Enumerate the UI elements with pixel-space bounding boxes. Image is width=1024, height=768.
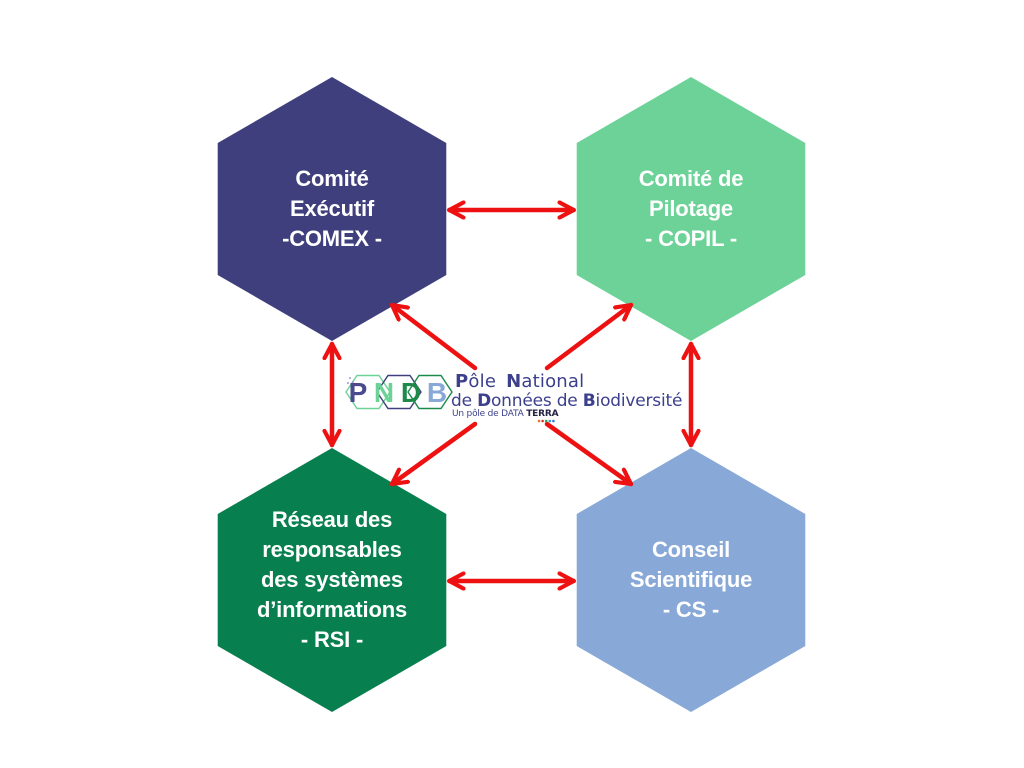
hexagon-label-line: des systèmes (261, 567, 403, 592)
hexagon-label-line: Pilotage (649, 196, 733, 221)
logo-cap-b: B (582, 391, 596, 411)
logo-tagline-terra: TERRA (526, 409, 559, 419)
hexagon-label-rsi: Réseau des responsables des systèmes d’info… (218, 505, 447, 655)
data-terra-dot-icon (552, 419, 555, 423)
logo-tagline: Un pôle de DATA TERRA (452, 409, 559, 419)
hexagon-label-line: Réseau des (271, 507, 393, 532)
hexagon-label-line: Comité (295, 166, 369, 191)
logo-text-ational: ational (521, 371, 585, 392)
logo-sparkle-icon (349, 377, 351, 379)
hexagon-label-copil: Comité de Pilotage - COPIL - (577, 164, 806, 254)
hexagon-copil (576, 77, 806, 341)
hexagon-label-line: Comité de (638, 166, 744, 191)
logo-text-onnees: onnées de (490, 391, 583, 411)
logo-letter-n: N (374, 377, 394, 408)
logo-hexagon-outline-icon (407, 374, 453, 410)
arrow-center-to-copil (544, 302, 634, 371)
hexagon-label-line: - COPIL - (645, 226, 737, 251)
data-terra-dot-icon (541, 419, 544, 423)
hexagon-label-line: d’informations (257, 597, 407, 622)
arrow-center-to-rsi (389, 421, 478, 487)
hexagon-comex (217, 77, 447, 341)
logo-cap-n: N (506, 371, 522, 392)
logo-tagline-text: Un pôle de DATA (452, 409, 527, 419)
logo-letter-p: P (349, 377, 368, 408)
logo-title-line-1: Pôle National (455, 371, 584, 392)
data-terra-dot-icon (537, 419, 541, 423)
hexagon-label-line: -COMEX - (282, 226, 382, 251)
logo-title-line-2: de Données de Biodiversité (451, 391, 682, 411)
hexagon-rsi (217, 448, 447, 712)
arrow-center-to-cs (544, 421, 634, 487)
logo-sparkle-icon (347, 382, 349, 384)
data-terra-dot-icon (548, 419, 552, 423)
logo-sparkle-icon (352, 381, 354, 383)
hexagon-label-line: - CS - (662, 597, 720, 622)
logo-hexagon-outline-icon (376, 374, 422, 410)
hexagon-label-line: Conseil (651, 537, 731, 562)
hexagon-label-line: Scientifique (629, 567, 753, 592)
logo-text-de: de (451, 391, 478, 411)
hexagon-cs (576, 448, 806, 712)
data-terra-dot-icon (544, 419, 548, 423)
logo-text-iodiversite: iodiversité (595, 391, 683, 411)
logo-cap-d: D (477, 391, 491, 411)
logo-letter-b: B (427, 377, 447, 408)
logo-cap-p: P (455, 371, 469, 392)
arrow-center-to-comex (389, 302, 478, 371)
logo-hexagon-outline-icon (345, 374, 391, 410)
logo-letter-d: D (401, 377, 421, 408)
logo-text-ole: ôle (468, 371, 497, 392)
hexagon-label-line: responsables (262, 537, 402, 562)
hexagon-label-line: Exécutif (290, 196, 374, 221)
hexagon-label-line: - RSI - (300, 627, 364, 652)
